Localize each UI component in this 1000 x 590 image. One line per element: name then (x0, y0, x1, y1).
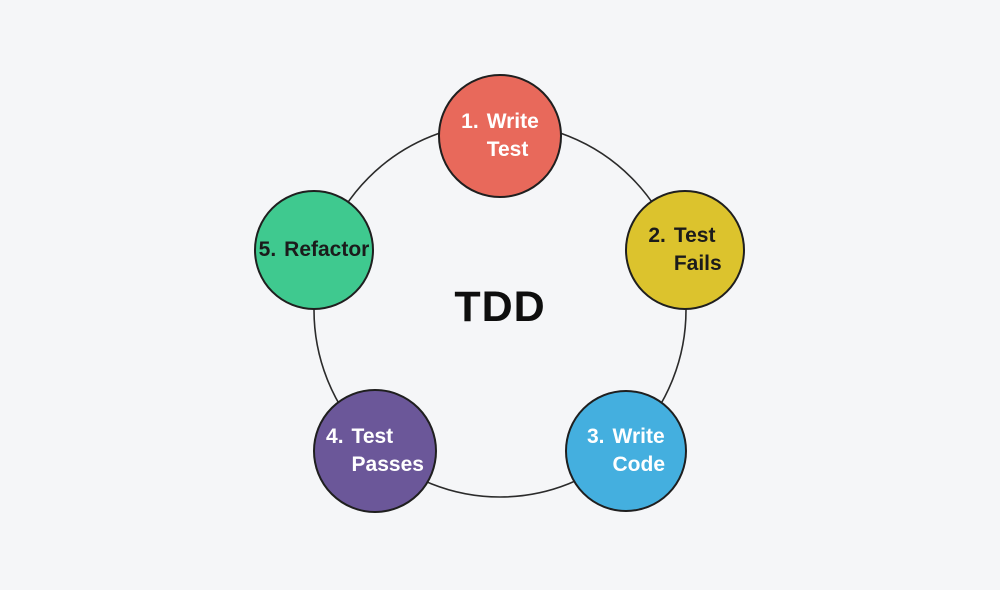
node-write-test-number: 1. (461, 110, 479, 134)
node-test-passes: 4. Test Passes (313, 389, 437, 513)
cycle-title: TDD (454, 283, 546, 331)
node-refactor-number: 5. (258, 238, 277, 262)
node-test-passes-label: 4. Test Passes (326, 423, 424, 478)
node-write-code: 3. Write Code (565, 390, 687, 512)
node-write-code-text: Write Code (612, 425, 666, 476)
node-test-fails-number: 2. (648, 224, 666, 248)
node-write-test-label: 1. Write Test (461, 108, 539, 163)
node-test-fails-text: Test Fails (673, 224, 722, 275)
node-test-fails: 2. Test Fails (625, 190, 745, 310)
node-refactor: 5. Refactor (254, 190, 374, 310)
node-write-code-number: 3. (586, 425, 605, 449)
node-write-test: 1. Write Test (438, 74, 562, 198)
node-test-passes-text: Test Passes (351, 425, 424, 476)
node-write-code-label: 3. Write Code (587, 423, 665, 478)
node-refactor-text: Refactor (284, 238, 370, 262)
node-write-test-text: Write Test (486, 110, 539, 161)
node-test-passes-number: 4. (326, 425, 344, 449)
node-refactor-label: 5. Refactor (259, 236, 370, 264)
node-test-fails-label: 2. Test Fails (648, 222, 721, 277)
